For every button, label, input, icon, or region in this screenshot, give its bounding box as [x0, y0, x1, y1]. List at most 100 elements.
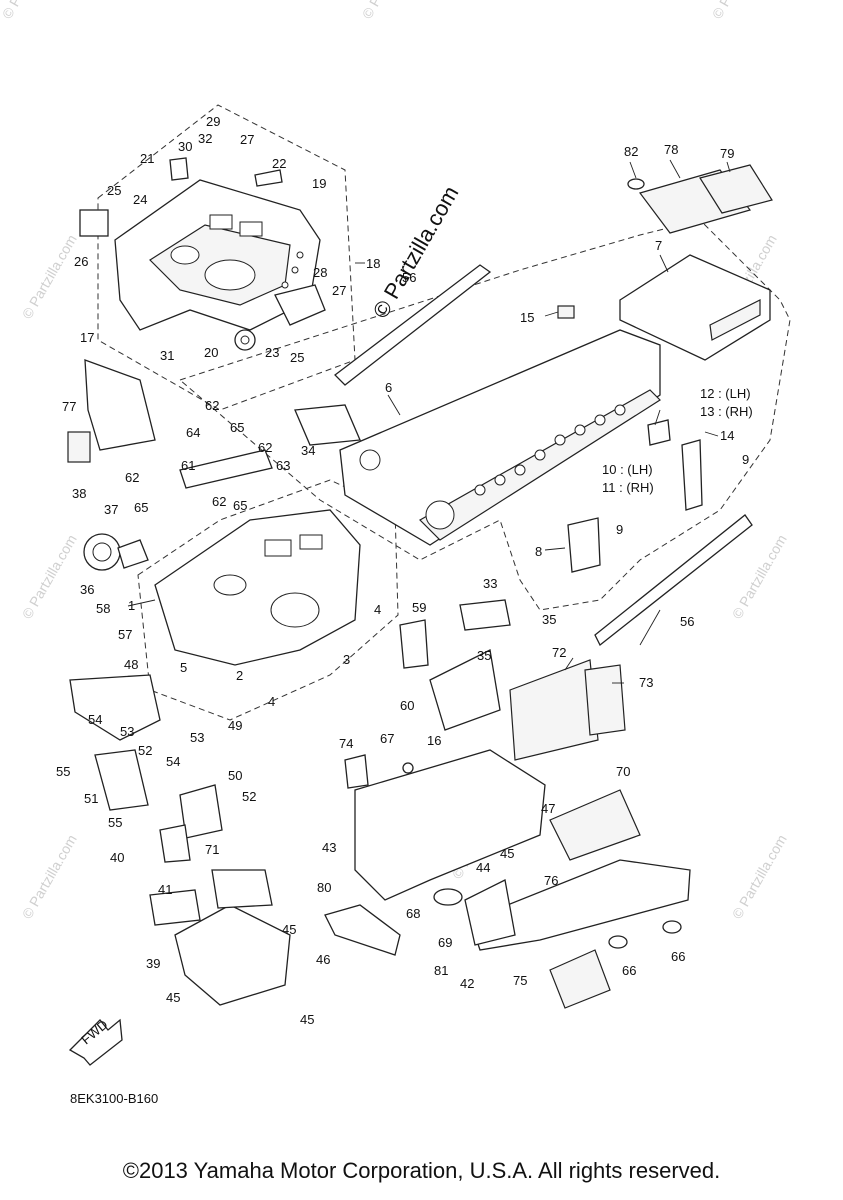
fwd-arrow-icon: FWD	[68, 1017, 123, 1066]
part-56-rail-lower	[594, 514, 753, 647]
callout-9: 9	[742, 452, 749, 467]
callout-55: 55	[56, 764, 70, 779]
callout-23: 23	[265, 345, 279, 360]
tunnel-assembly	[339, 329, 661, 546]
part-71-bracket	[211, 869, 273, 909]
callout-82: 82	[624, 144, 638, 159]
part-79-decal	[699, 164, 773, 214]
callout-66: 66	[671, 949, 685, 964]
callout-11: 11 : (RH)	[602, 480, 654, 495]
callout-25: 25	[107, 183, 121, 198]
leader-lines	[127, 159, 731, 684]
callout-55: 55	[108, 815, 122, 830]
callout-75: 75	[513, 973, 527, 988]
callout-61: 61	[181, 458, 195, 473]
callout-12: 12 : (LH)	[700, 386, 751, 401]
callout-45: 45	[166, 990, 180, 1005]
watermark-text: © Partzilla.com	[19, 232, 80, 322]
callout-33: 33	[483, 576, 497, 591]
callout-39: 39	[146, 956, 160, 971]
callout-65: 65	[134, 500, 148, 515]
callout-45: 45	[500, 846, 514, 861]
part-59-bracket	[399, 619, 429, 669]
callout-4: 4	[374, 602, 381, 617]
callout-72: 72	[552, 645, 566, 660]
callout-36: 36	[80, 582, 94, 597]
callout-67: 67	[380, 731, 394, 746]
callout-77: 77	[62, 399, 76, 414]
callout-1: 1	[128, 598, 135, 613]
part-34-bracket	[294, 404, 361, 446]
callout-41: 41	[158, 882, 172, 897]
part-12-13-bracket	[647, 419, 671, 446]
callout-25: 25	[290, 350, 304, 365]
callout-78: 78	[664, 142, 678, 157]
callout-57: 57	[118, 627, 132, 642]
part-51-bracket	[94, 749, 149, 811]
callout-58: 58	[96, 601, 110, 616]
part-33-bracket	[459, 599, 511, 631]
copyright-notice: ©2013 Yamaha Motor Corporation, U.S.A. A…	[122, 1158, 721, 1183]
diagram-code: 8EK3100-B160	[70, 1091, 158, 1106]
callout-27: 27	[240, 132, 254, 147]
callout-5: 5	[180, 660, 187, 675]
callout-32: 32	[198, 131, 212, 146]
part-42-side-panel	[469, 859, 691, 951]
callout-27: 27	[332, 283, 346, 298]
callout-29: 29	[206, 114, 220, 129]
callout-49: 49	[228, 718, 242, 733]
part-8-bracket	[567, 517, 601, 573]
callout-53: 53	[120, 724, 134, 739]
callout-17: 17	[80, 330, 94, 345]
callout-56: 56	[680, 614, 694, 629]
part-74-bracket	[344, 754, 369, 789]
part-69-bracket	[464, 879, 516, 946]
part-40-bracket	[159, 824, 191, 863]
callout-62: 62	[258, 440, 272, 455]
callout-63: 63	[276, 458, 290, 473]
callout-22: 22	[272, 156, 286, 171]
lower-front-frame	[154, 509, 361, 666]
callout-20: 20	[204, 345, 218, 360]
callout-14: 14	[720, 428, 734, 443]
callout-50: 50	[228, 768, 242, 783]
callout-10: 10 : (LH)	[602, 462, 653, 477]
callout-76: 76	[544, 873, 558, 888]
part-82-cap	[627, 178, 645, 190]
part-73-pad	[584, 664, 626, 736]
callout-81: 81	[434, 963, 448, 978]
callout-8: 8	[535, 544, 542, 559]
part-17-bracket	[84, 359, 156, 451]
callout-68: 68	[406, 906, 420, 921]
callout-19: 19	[312, 176, 326, 191]
part-70-cover	[549, 789, 641, 861]
callout-9: 9	[616, 522, 623, 537]
callout-37: 37	[104, 502, 118, 517]
part-37-housing	[117, 539, 149, 569]
part-66-plug	[662, 920, 682, 934]
callout-74: 74	[339, 736, 353, 751]
callout-70: 70	[616, 764, 630, 779]
part-15-plate	[557, 305, 575, 319]
part-10-11-brace	[681, 439, 703, 511]
callout-80: 80	[317, 880, 331, 895]
part-7-rear-cover	[619, 254, 771, 361]
callout-47: 47	[541, 801, 555, 816]
callout-65: 65	[233, 498, 247, 513]
callout-79: 79	[720, 146, 734, 161]
callout-28: 28	[313, 265, 327, 280]
part-68-seal	[433, 888, 463, 906]
part-67-grommet	[402, 762, 414, 774]
callout-35: 35	[477, 648, 491, 663]
callout-30: 30	[178, 139, 192, 154]
part-66-plug	[608, 935, 628, 949]
callout-15: 15	[520, 310, 534, 325]
callout-3: 3	[343, 652, 350, 667]
callout-71: 71	[205, 842, 219, 857]
callout-65: 65	[230, 420, 244, 435]
callout-51: 51	[84, 791, 98, 806]
part-22-bracket	[254, 169, 283, 187]
watermark-text: © Partzilla.com	[359, 0, 420, 22]
part-61-bar	[179, 449, 273, 489]
watermark-text: © Partzilla.com	[19, 832, 80, 922]
